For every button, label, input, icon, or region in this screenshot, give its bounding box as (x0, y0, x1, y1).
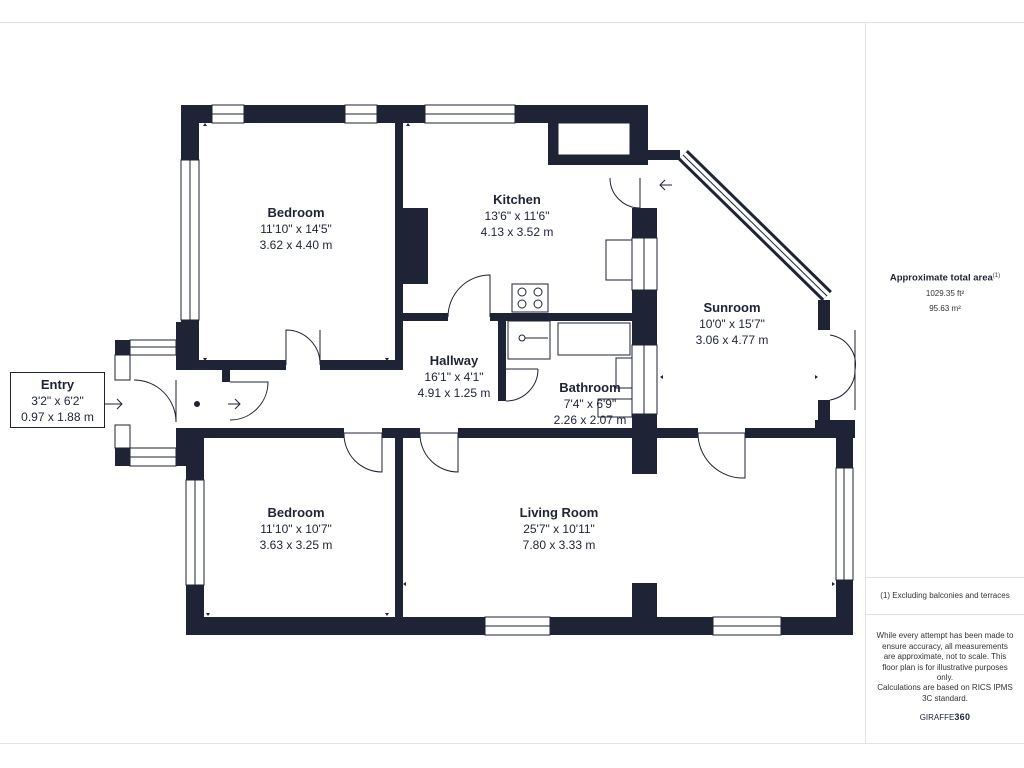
room-name: Hallway (429, 353, 479, 368)
room-dim-metric: 7.80 x 3.33 m (522, 538, 596, 552)
door-swings (133, 177, 856, 479)
room-name: Entry (40, 377, 75, 392)
brand-light: GIRAFFE (919, 713, 955, 722)
sidebar-rule-bottom (866, 614, 1024, 615)
wall-kitchen-nook-base (548, 155, 640, 165)
room-dim-metric: 4.13 x 3.52 m (480, 225, 554, 239)
room-dim-imperial: 7'4" x 6'9" (563, 397, 617, 411)
room-name: Bedroom (267, 505, 325, 520)
room-label-living-room: Living Room 25'7" x 10'11" 7.80 x 3.33 m (494, 505, 624, 553)
hob-icon (511, 283, 549, 313)
wall-sunroom-right-upper (818, 300, 830, 330)
compass-mark-icon (194, 401, 200, 407)
area-m: 95.63 m² (929, 304, 961, 313)
wall-kitchen-right-mid (632, 208, 657, 238)
disclaimer: While every attempt has been made to ens… (876, 631, 1014, 682)
wall-hall-bottom-right (458, 428, 698, 438)
room-dim-imperial: 3'2" x 6'2" (31, 394, 84, 408)
room-label-sunroom: Sunroom 10'0" x 15'7" 3.06 x 4.77 m (682, 300, 782, 348)
excluding-note: (1) Excluding balconies and terraces (880, 591, 1010, 600)
room-label-bedroom-1: Bedroom 11'10" x 14'5" 3.62 x 4.40 m (246, 205, 346, 253)
chimney-breast (403, 208, 428, 284)
toilet-icon (615, 357, 633, 389)
room-dim-metric: 3.62 x 4.40 m (259, 238, 333, 252)
room-dim-imperial: 25'7" x 10'11" (523, 522, 595, 536)
wall-entry-porch-bottom (115, 448, 130, 466)
room-dim-imperial: 11'10" x 10'7" (260, 522, 332, 536)
kitchen-fixtures (397, 122, 633, 313)
room-dim-metric: 4.91 x 1.25 m (417, 386, 491, 400)
bathroom-fixtures (507, 320, 633, 418)
room-dim-imperial: 11'10" x 14'5" (260, 222, 332, 236)
calc-note: Calculations are based on RICS IPMS 3C s… (877, 683, 1013, 703)
room-dim-metric: 2.26 x 2.07 m (553, 413, 627, 427)
room-name: Bathroom (559, 380, 621, 395)
area-heading: Approximate total area(1) (866, 271, 1024, 284)
wall-entry-jamb (222, 370, 230, 382)
area-title: Approximate total area (889, 272, 993, 284)
bath-icon (557, 322, 631, 356)
room-label-hallway: Hallway 16'1" x 4'1" 4.91 x 1.25 m (404, 353, 504, 401)
wall-entry-top (176, 322, 198, 370)
sink-icon (507, 320, 551, 360)
wall-sunroom-right-lower (818, 400, 830, 425)
area-note-mark: (1) (992, 273, 1001, 279)
brand-bold: 360 (954, 712, 971, 722)
room-label-kitchen: Kitchen 13'6" x 11'6" 4.13 x 3.52 m (467, 192, 567, 240)
room-dim-metric: 0.97 x 1.88 m (21, 410, 94, 424)
room-dim-imperial: 13'6" x 11'6" (484, 209, 550, 223)
wall-bedroom1-bottom-right (320, 360, 403, 370)
room-name: Living Room (519, 505, 599, 520)
room-label-bathroom: Bathroom 7'4" x 6'9" 2.26 x 2.07 m (540, 380, 640, 428)
entry-arrows (103, 179, 672, 410)
wall-kitchen-bottom-left (403, 313, 448, 321)
wall-sunroom-top (640, 150, 680, 160)
sidebar-rule-top (866, 577, 1024, 578)
room-dim-imperial: 10'0" x 15'7" (699, 317, 765, 331)
room-dim-metric: 3.06 x 4.77 m (695, 333, 769, 347)
wall-kitchen-bottom-right (490, 313, 640, 321)
room-label-bedroom-2: Bedroom 11'10" x 10'7" 3.63 x 3.25 m (246, 505, 346, 553)
wall-bath-left (498, 321, 506, 401)
wall-top (181, 105, 648, 123)
room-dim-imperial: 16'1" x 4'1" (424, 370, 484, 384)
wall-bedroom2-living (395, 430, 403, 620)
window-sills (130, 113, 845, 627)
room-dim-metric: 3.63 x 3.25 m (259, 538, 333, 552)
corner-ticks (203, 123, 835, 616)
wall-sunroom-bottom (745, 428, 855, 438)
page-frame (0, 22, 1024, 744)
room-label-entry: Entry 3'2" x 6'2" 0.97 x 1.88 m (10, 372, 105, 428)
wall-sunroom-bottom-right (815, 420, 855, 430)
wall-bedroom-kitchen (395, 123, 403, 368)
wall-living-pillar (632, 583, 657, 620)
wall-bedroom1-bottom-left (181, 360, 286, 370)
sidebar-divider (865, 22, 866, 744)
wall-hall-bottom-left (176, 428, 344, 438)
area-ft: 1029.35 ft² (925, 289, 965, 298)
room-name: Kitchen (493, 192, 541, 207)
wall-kitchen-nook (548, 123, 558, 163)
wall-bath-living-pillar (632, 414, 657, 474)
wall-entry-porch-top (115, 340, 130, 355)
room-name: Sunroom (703, 300, 761, 315)
wall-kitchen-right-lower (632, 290, 657, 345)
brand-logo: GIRAFFE360 (866, 712, 1024, 724)
sunroom-diagonal-wall (678, 149, 832, 302)
room-name: Bedroom (267, 205, 325, 220)
